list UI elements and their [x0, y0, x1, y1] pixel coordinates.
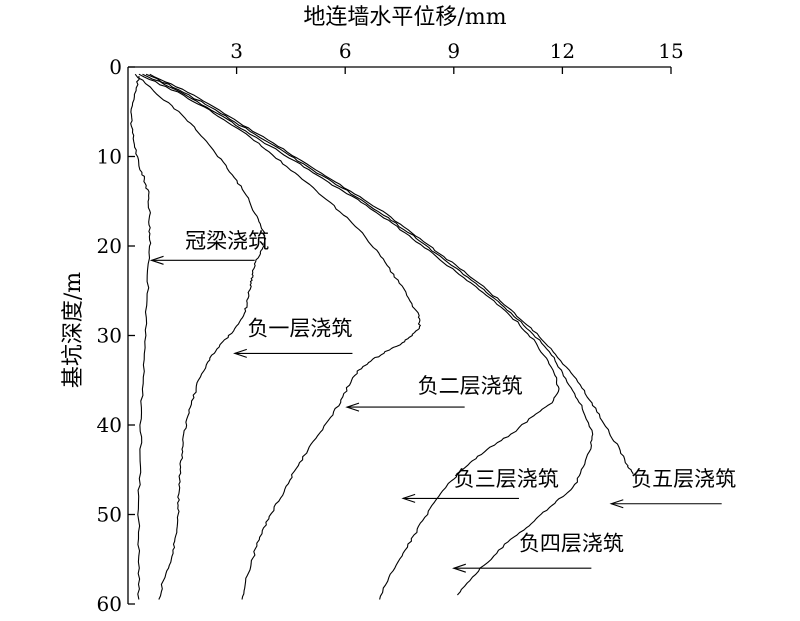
x-tick-label-6: 6 [339, 39, 352, 63]
annotation-arrow-head-6 [452, 563, 466, 573]
annotation-arrow-head-1 [149, 255, 164, 265]
annotation-arrow-head-4 [401, 493, 416, 503]
series-curve-1 [130, 75, 152, 600]
annotation-label-6: 负四层浇筑 [519, 531, 624, 555]
annotation-label-1: 冠梁浇筑 [185, 229, 269, 253]
x-axis-title: 地连墙水平位移/mm [303, 5, 506, 30]
y-tick-label-10: 10 [97, 145, 122, 169]
series-curve-2 [134, 73, 267, 600]
x-tick-label-12: 12 [550, 39, 575, 63]
y-tick-label-50: 50 [97, 503, 122, 527]
y-axis-title: 基坑深度/m [61, 272, 86, 388]
annotation-label-3: 负二层浇筑 [418, 374, 523, 398]
y-tick-label-0: 0 [109, 55, 122, 79]
axes-group: 3 6 9 12 15 0 10 20 30 40 50 60 [97, 39, 684, 616]
annotation-label-4: 负三层浇筑 [454, 467, 559, 491]
x-tick-label-3: 3 [230, 39, 243, 63]
y-tick-label-20: 20 [97, 234, 122, 258]
annotation-label-2: 负一层浇筑 [247, 317, 352, 341]
series-curve-6 [149, 73, 634, 475]
annotation-arrow-head-3 [345, 402, 360, 412]
y-tick-label-30: 30 [97, 324, 122, 348]
annotation-label-5: 负五层浇筑 [631, 467, 736, 491]
x-tick-label-9: 9 [447, 39, 460, 63]
series-curve-4 [142, 73, 560, 600]
annotation-arrow-head-2 [233, 348, 247, 358]
annotation-arrow-head-5 [609, 499, 624, 509]
series-curve-5 [145, 73, 594, 596]
y-tick-label-60: 60 [97, 592, 122, 616]
series-group [130, 73, 634, 600]
x-tick-label-15: 15 [658, 39, 683, 63]
series-curve-3 [138, 73, 421, 600]
y-tick-label-40: 40 [97, 413, 122, 437]
